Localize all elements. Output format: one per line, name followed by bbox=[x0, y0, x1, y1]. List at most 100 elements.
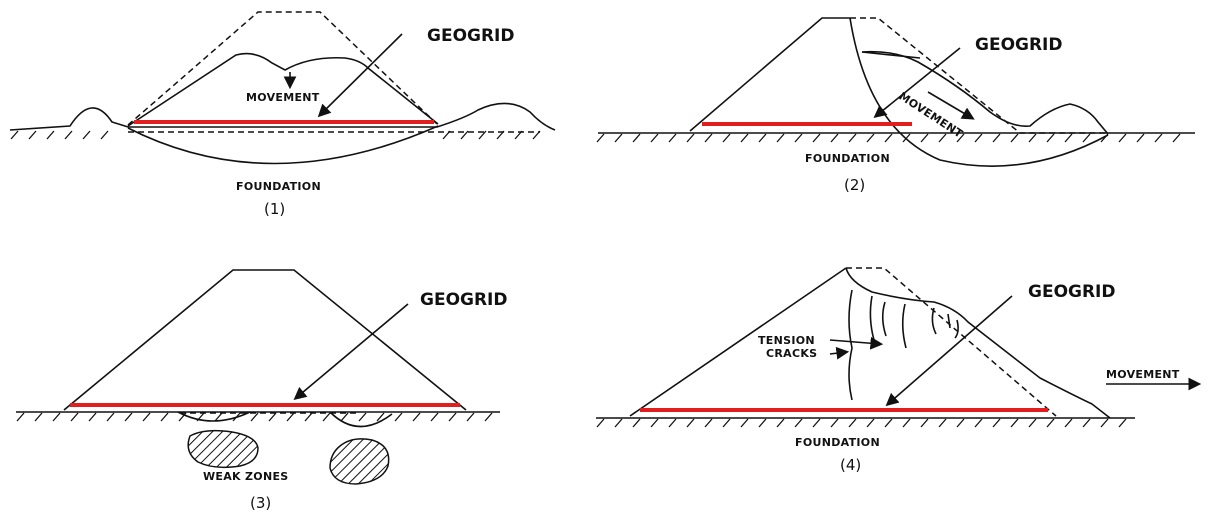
hatch-tick bbox=[28, 130, 37, 140]
geogrid-label: GEOGRID bbox=[427, 26, 515, 46]
hatch-tick bbox=[250, 412, 259, 422]
hatch-tick bbox=[1028, 418, 1037, 428]
hatch-tick bbox=[1118, 133, 1127, 143]
hatch-tick bbox=[650, 133, 659, 143]
hatch-tick bbox=[178, 412, 187, 422]
hatch-tick bbox=[1100, 418, 1109, 428]
foundation-label: FOUNDATION bbox=[805, 152, 890, 165]
hatch-tick bbox=[974, 418, 983, 428]
hatch-tick bbox=[88, 412, 97, 422]
tension-crack bbox=[848, 289, 853, 401]
cracks-arrow bbox=[829, 346, 850, 360]
original-slope-dashed bbox=[850, 17, 1108, 134]
panel-4: GEOGRID TENSION CRACKS MOVEMENT FOUNDATI… bbox=[596, 267, 1202, 474]
hatch-tick bbox=[830, 133, 839, 143]
hatch-tick bbox=[448, 412, 457, 422]
hatch-tick bbox=[340, 412, 349, 422]
hatch-tick bbox=[902, 418, 911, 428]
movement-label: MOVEMENT bbox=[1106, 368, 1180, 381]
hatch-tick bbox=[1118, 418, 1127, 428]
slip-surface bbox=[849, 17, 1109, 167]
hatch-tick bbox=[100, 130, 109, 140]
hatch-tick bbox=[286, 412, 295, 422]
hatch-tick bbox=[160, 412, 169, 422]
ground-line bbox=[9, 102, 556, 131]
hatch-tick bbox=[82, 130, 91, 140]
panel-number: (1) bbox=[264, 200, 285, 218]
hatch-tick bbox=[1136, 133, 1145, 143]
hatch-tick bbox=[758, 133, 767, 143]
hatch-tick bbox=[430, 412, 439, 422]
hatch-tick bbox=[866, 133, 875, 143]
geogrid-leader bbox=[885, 295, 1013, 407]
hatch-tick bbox=[214, 412, 223, 422]
hatch-tick bbox=[358, 412, 367, 422]
hatch-tick bbox=[650, 418, 659, 428]
cracks-label: CRACKS bbox=[766, 347, 817, 360]
hatch-tick bbox=[394, 412, 403, 422]
embankment-body bbox=[689, 17, 850, 132]
hatch-tick bbox=[52, 412, 61, 422]
hatch-tick bbox=[758, 418, 767, 428]
hatch-tick bbox=[848, 133, 857, 143]
hatch-tick bbox=[1028, 133, 1037, 143]
hatch-tick bbox=[64, 130, 73, 140]
hatch-tick bbox=[938, 133, 947, 143]
hatch-tick bbox=[902, 133, 911, 143]
hatch-tick bbox=[304, 412, 313, 422]
hatch-tick bbox=[614, 418, 623, 428]
settlement-depression bbox=[177, 411, 251, 422]
hatch-tick bbox=[866, 418, 875, 428]
tension-crack bbox=[931, 307, 937, 335]
hatch-tick bbox=[704, 133, 713, 143]
displaced-slope bbox=[845, 267, 1111, 419]
hatch-tick bbox=[1082, 418, 1091, 428]
ground-hatch bbox=[596, 133, 1181, 143]
hatch-tick bbox=[974, 133, 983, 143]
hatch-tick bbox=[722, 133, 731, 143]
hatch-tick bbox=[124, 412, 133, 422]
tension-crack bbox=[954, 319, 959, 339]
hatch-tick bbox=[668, 133, 677, 143]
hatch-tick bbox=[1172, 133, 1181, 143]
hatch-tick bbox=[830, 418, 839, 428]
hatch-tick bbox=[412, 412, 421, 422]
hatch-tick bbox=[376, 412, 385, 422]
hatch-tick bbox=[268, 412, 277, 422]
original-embankment-dashed bbox=[127, 11, 439, 126]
panel-number: (3) bbox=[250, 494, 271, 512]
hatch-tick bbox=[142, 412, 151, 422]
panel-1: MOVEMENT GEOGRID FOUNDATION (1) bbox=[9, 11, 556, 218]
hatch-tick bbox=[596, 418, 605, 428]
tension-crack bbox=[947, 313, 951, 329]
hatch-tick bbox=[46, 130, 55, 140]
tension-arrow bbox=[829, 336, 884, 350]
hatch-tick bbox=[632, 133, 641, 143]
hatch-tick bbox=[322, 412, 331, 422]
geogrid-label: GEOGRID bbox=[420, 290, 508, 310]
hatch-tick bbox=[686, 133, 695, 143]
hatch-tick bbox=[596, 133, 605, 143]
hatch-tick bbox=[16, 412, 25, 422]
hatch-tick bbox=[812, 418, 821, 428]
hatch-tick bbox=[848, 418, 857, 428]
embankment-body bbox=[629, 267, 847, 417]
hatch-tick bbox=[668, 418, 677, 428]
settled-embankment bbox=[127, 52, 439, 127]
hatch-tick bbox=[460, 130, 469, 140]
tension-crack bbox=[869, 295, 875, 341]
hatch-tick bbox=[1010, 133, 1019, 143]
hatch-tick bbox=[740, 418, 749, 428]
tension-crack bbox=[881, 301, 887, 337]
hatch-tick bbox=[956, 133, 965, 143]
hatch-tick bbox=[10, 130, 19, 140]
hatch-tick bbox=[776, 133, 785, 143]
ground-hatch bbox=[596, 418, 1127, 428]
hatch-tick bbox=[34, 412, 43, 422]
hatch-tick bbox=[776, 418, 785, 428]
movement-arrow bbox=[927, 91, 975, 120]
hatch-tick bbox=[1046, 418, 1055, 428]
geogrid-label: GEOGRID bbox=[975, 35, 1063, 55]
hatch-tick bbox=[106, 412, 115, 422]
